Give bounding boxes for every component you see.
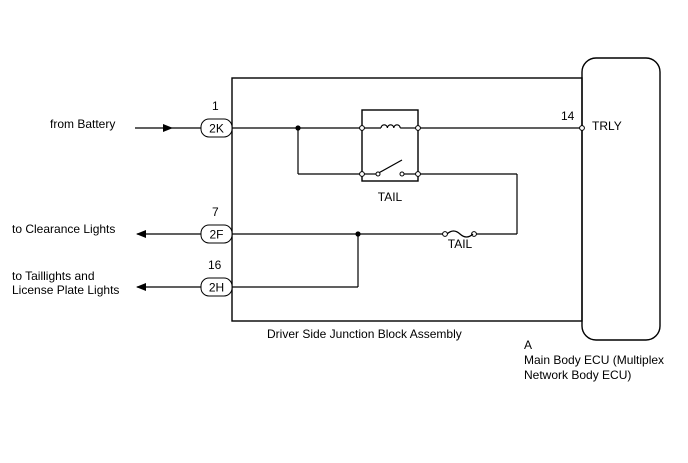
connector-2f-label: 2F [209, 228, 223, 242]
connector-2k-label: 2K [209, 122, 224, 136]
ecu-outline [581, 57, 661, 341]
relay-switch-contact-right [399, 171, 405, 177]
to-taillights-label-line1: to Taillights and [12, 269, 95, 283]
relay-coil-terminal-left [359, 125, 365, 131]
relay-coil [380, 124, 401, 129]
relay-switch-blade [379, 159, 403, 174]
ecu-connector-letter: A [524, 338, 532, 352]
ecu-pin-14-label: 14 [561, 109, 575, 123]
ecu-trly-label: TRLY [592, 119, 622, 133]
pin-16-label: 16 [208, 258, 222, 272]
tail-relay-label: TAIL [378, 190, 403, 204]
pin-7-label: 7 [212, 205, 219, 219]
tail-fuse-label: TAIL [448, 237, 473, 251]
tail-relay-box [361, 109, 419, 182]
tail-fuse [446, 230, 474, 238]
fuse-terminal-left [442, 231, 448, 237]
junction-block-label: Driver Side Junction Block Assembly [267, 327, 462, 341]
ecu-terminal-14 [579, 125, 585, 131]
pin-1-label: 1 [212, 99, 219, 113]
relay-coil-terminal-right [415, 125, 421, 131]
relay-switch-contact-left [375, 171, 381, 177]
relay-switch-terminal-right [415, 171, 421, 177]
to-taillights-label-line2: License Plate Lights [12, 283, 119, 297]
to-clearance-lights-label: to Clearance Lights [12, 222, 115, 236]
from-battery-label: from Battery [50, 117, 115, 131]
ecu-name-line1: Main Body ECU (Multiplex [524, 353, 664, 367]
junction-block-outline [231, 77, 583, 322]
fuse-terminal-right [471, 231, 477, 237]
relay-switch-terminal-left [359, 171, 365, 177]
connector-2h-label: 2H [209, 281, 224, 295]
ecu-name-line2: Network Body ECU) [524, 368, 631, 382]
